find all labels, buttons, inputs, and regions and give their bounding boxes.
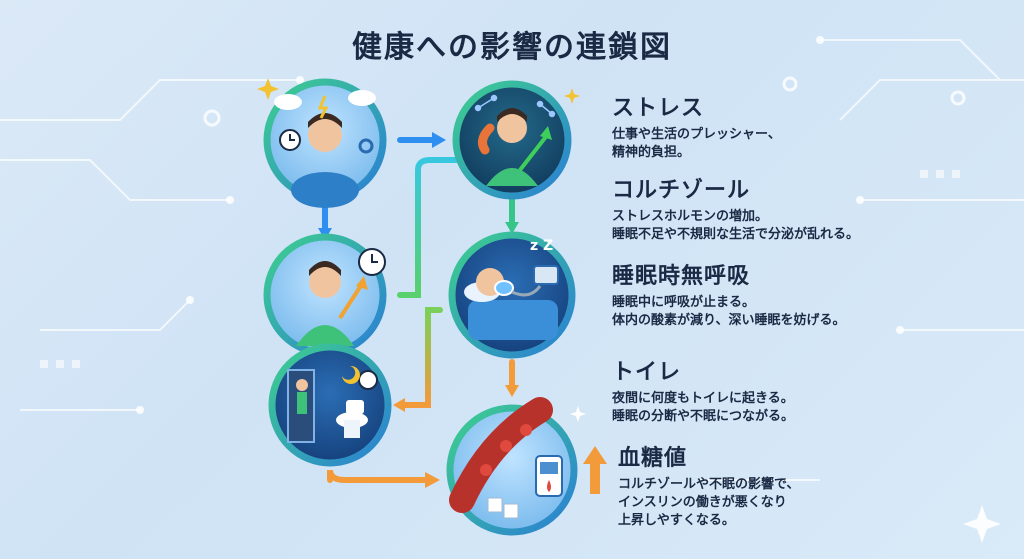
sleep-apnea-mask-icon: z Z [448, 231, 576, 359]
stressed-person-icon [263, 78, 387, 208]
step-sleep-apnea: 睡眠時無呼吸 睡眠中に呼吸が止まる。 体内の酸素が減り、深い睡眠を妨げる。 [612, 258, 1002, 330]
gear-icon [203, 76, 966, 127]
step-description: 体内の酸素が減り、深い睡眠を妨げる。 [612, 313, 846, 328]
step-toilet: トイレ 夜間に何度もトイレに起きる。 睡眠の分断や不眠につながる。 [612, 354, 1002, 426]
page-title: 健康への影響の連鎖図 [352, 30, 672, 65]
step-description: 睡眠不足や不規則な生活で分泌が乱れる。 [612, 227, 860, 242]
sparkle-icon [963, 505, 1001, 543]
step-title: 睡眠時無呼吸 [612, 264, 751, 289]
hormone-molecule-icon [452, 80, 572, 200]
arrowhead-5 [393, 398, 405, 412]
step-title: ストレス [612, 96, 705, 121]
step-description: 精神的負担。 [612, 145, 691, 160]
arrow-hormone-to-apnea [397, 157, 503, 298]
arrow-apnea-to-toilet [402, 307, 443, 408]
arrow-toilet-to-sugar [327, 469, 428, 483]
step-title: トイレ [612, 360, 682, 385]
step-description: 睡眠中に呼吸が止まる。 [612, 295, 756, 310]
arrowhead-6 [425, 472, 440, 488]
step-description: インスリンの働きが悪くなり [618, 495, 787, 510]
arrowhead-4 [505, 385, 519, 397]
up-arrow-icon [583, 446, 607, 494]
step-description: コルチゾールや不眠の影響で、 [618, 477, 800, 492]
toilet-night-icon [268, 343, 392, 467]
arrowhead-3 [505, 222, 519, 234]
step-description: 仕事や生活のプレッシャー、 [612, 127, 781, 142]
step-title: コルチゾール [612, 178, 751, 203]
step-title: 血糖値 [618, 446, 688, 471]
step-description: 夜間に何度もトイレに起きる。 [612, 391, 794, 406]
sparkle-icon [257, 78, 586, 422]
step-description: ストレスホルモンの増加。 [612, 209, 769, 224]
step-description: 上昇しやすくなる。 [618, 513, 735, 528]
step-stress: ストレス 仕事や生活のプレッシャー、 精神的負担。 [612, 90, 1002, 162]
step-blood-sugar: 血糖値 コルチゾールや不眠の影響で、 インスリンの働きが悪くなり 上昇しやすくな… [618, 440, 1008, 530]
blood-sugar-meter-icon [446, 397, 578, 536]
svg-text:z Z: z Z [530, 238, 553, 254]
cortisol-person-icon [263, 233, 387, 357]
step-description: 睡眠の分断や不眠につながる。 [612, 409, 795, 424]
step-cortisol: コルチゾール ストレスホルモンの増加。 睡眠不足や不規則な生活で分泌が乱れる。 [612, 172, 1002, 244]
arrowhead-2 [432, 132, 446, 148]
